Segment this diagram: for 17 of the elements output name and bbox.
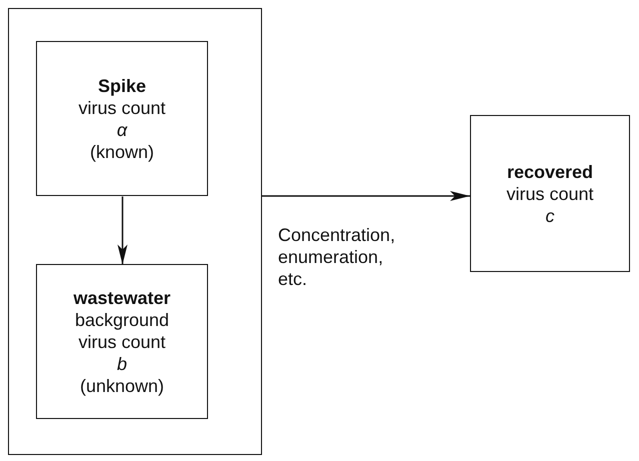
arrow [262,191,470,201]
process-box [470,115,630,272]
box-text: virus count [78,96,166,118]
arrow [118,196,128,264]
box-text: α [116,118,128,140]
box-text: c [546,204,554,226]
box-heading: recovered [506,160,594,182]
box-text: (known) [90,140,154,162]
box-text: b [116,352,127,374]
box-text: (unknown) [80,374,164,396]
box-heading: wastewater [73,286,171,308]
process-box [36,264,208,419]
box-heading: Spike [98,74,146,96]
process-box [36,41,208,196]
group-box [8,8,262,455]
edge-label: Concentration, enumeration, etc. [278,224,396,290]
box-text: virus count [506,182,594,204]
